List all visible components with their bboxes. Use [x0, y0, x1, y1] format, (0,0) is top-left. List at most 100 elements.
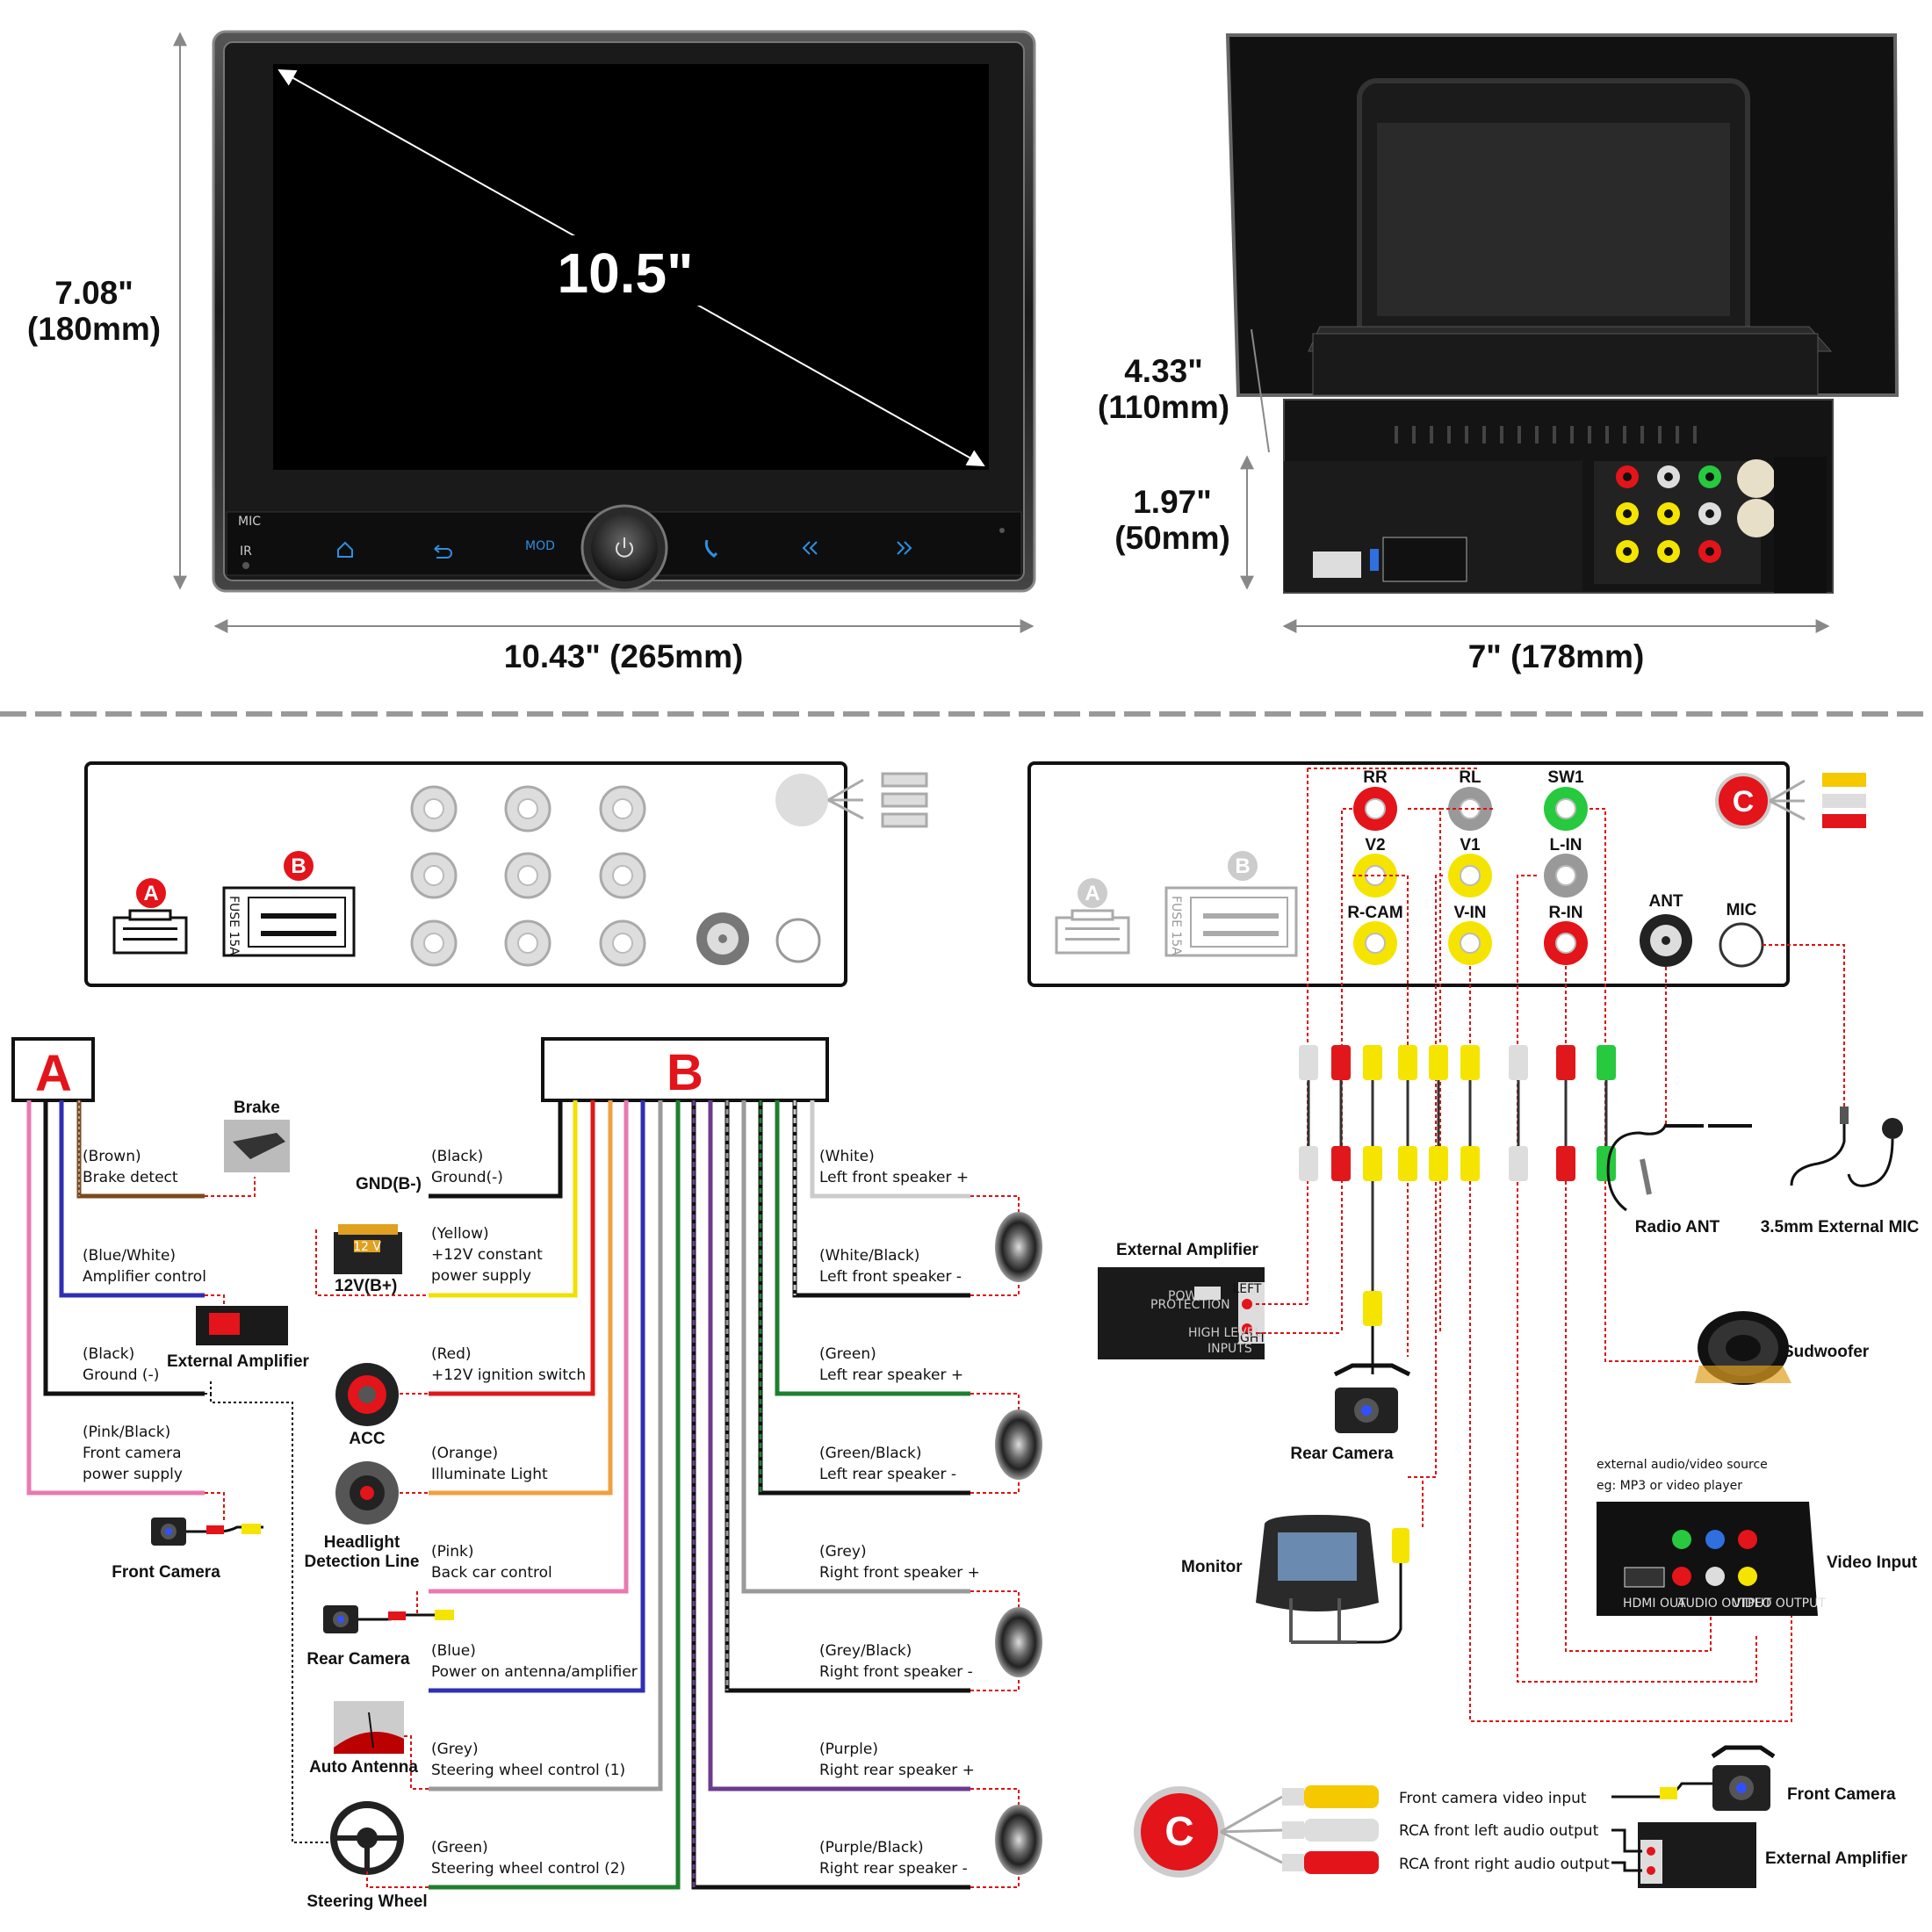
a-brown-line1: (Brown)	[83, 1148, 141, 1165]
screen-size-label: 10.5"	[558, 242, 694, 305]
steering-wheel-image	[330, 1801, 404, 1875]
video-input-label: Video Input	[1827, 1554, 1918, 1572]
a-ext-amp-label: External Amplifier	[167, 1352, 310, 1371]
b-greenblack-line1: (Green/Black)	[819, 1445, 921, 1462]
source-line2: eg: MP3 or video player	[1597, 1479, 1742, 1493]
front-camera-a-label: Front Camera	[112, 1563, 220, 1582]
c-section-badge: C	[1164, 1808, 1193, 1854]
b-grey1-line2: Steering wheel control (1)	[431, 1762, 625, 1779]
left-panel-jacks	[410, 785, 646, 967]
c-front-video-label: Front camera video input	[1399, 1790, 1587, 1807]
audio-out-tag: AUDIO OUTPUT	[1677, 1597, 1772, 1611]
ir-label: IR	[240, 544, 252, 559]
c-rca-left-label: RCA front left audio output	[1399, 1822, 1599, 1840]
ant-label: ANT	[1648, 892, 1683, 911]
rewind-icon[interactable]	[802, 541, 818, 555]
mic-label: MIC	[238, 515, 261, 529]
chassis-height-dimension: 1.97" (50mm)	[1114, 455, 1254, 590]
b-pink-line2: Back car control	[431, 1564, 552, 1582]
left-back-panel: A B FUSE 15A	[84, 761, 928, 987]
a-black-line1: (Black)	[83, 1345, 134, 1363]
b-yellow-line2: +12V constant	[431, 1246, 543, 1264]
speaker-icon-lr	[995, 1409, 1042, 1480]
gnd-label: GND(B-)	[356, 1175, 422, 1193]
c-ext-amp-label: External Amplifier	[1765, 1849, 1908, 1868]
right-connections: External Amplifier LEFT RIGHT POWER PROT…	[1098, 768, 1920, 1888]
b-grey-line2: Right front speaker +	[819, 1564, 980, 1582]
ext-mic-label: 3.5mm External MIC	[1761, 1218, 1920, 1236]
b-green-line2: Left rear speaker +	[819, 1366, 963, 1384]
connector-a-badge-gray: A	[1085, 882, 1099, 905]
rear-view	[1225, 33, 1900, 594]
depth-mm: (110mm)	[1098, 389, 1229, 425]
home-icon[interactable]	[337, 541, 353, 558]
back-icon[interactable]	[434, 544, 452, 559]
amp-protection-tag: PROTECTION	[1150, 1298, 1230, 1312]
amp-inputs-tag: INPUTS	[1208, 1342, 1252, 1356]
battery-image: 12 V	[334, 1224, 402, 1274]
radio-ant-label: Radio ANT	[1635, 1218, 1720, 1236]
width-label: 10.43" (265mm)	[504, 638, 744, 674]
external-mic-image	[1790, 1107, 1903, 1187]
rear-camera-right-image	[1333, 1363, 1411, 1433]
sw1-label: SW1	[1547, 768, 1584, 787]
v-in-label: V-IN	[1454, 904, 1487, 922]
rr-label: RR	[1363, 768, 1388, 787]
chassis-width-label: 7" (178mm)	[1468, 638, 1645, 674]
fuse-label-gray: FUSE 15A	[1169, 896, 1183, 955]
hdmi-tag: HDMI OUT	[1623, 1597, 1686, 1611]
b-blue-line2: Power on antenna/amplifier	[431, 1663, 638, 1681]
auto-antenna-label: Auto Antenna	[309, 1758, 418, 1777]
amp-high-tag: HIGH LEVEL	[1188, 1326, 1262, 1340]
c-rca-right-label: RCA front right audio output	[1399, 1856, 1610, 1873]
connector-a-badge: A	[143, 882, 158, 905]
video-out-tag: VIDEO OUTPUT	[1733, 1597, 1826, 1611]
battery-tag: 12 V	[353, 1240, 381, 1254]
rca-labels: RR RL SW1 V2 V1 L-IN R-CAM V-IN R-IN ANT…	[1347, 768, 1756, 922]
rear-camera-b-image	[323, 1605, 454, 1633]
a-pink-line2: Front camera	[83, 1445, 182, 1462]
b-green1-line1: (Green)	[431, 1839, 488, 1856]
c-plugs	[1282, 1785, 1379, 1874]
b-black-line1: (Black)	[431, 1148, 483, 1165]
connector-c-badge: C	[1733, 785, 1755, 818]
right-ext-amp-label: External Amplifier	[1116, 1241, 1259, 1259]
right-rear-camera-label: Rear Camera	[1290, 1445, 1394, 1463]
auto-antenna-image	[334, 1701, 404, 1754]
forward-icon[interactable]	[897, 541, 912, 555]
c-front-camera-label: Front Camera	[1787, 1785, 1896, 1804]
height-in: 7.08"	[54, 275, 133, 311]
b-black-line2: Ground(-)	[431, 1169, 503, 1186]
b-grey-line1: (Grey)	[819, 1543, 867, 1561]
r-cam-label: R-CAM	[1347, 904, 1402, 922]
front-view: 10.5" MIC IR MOD	[212, 30, 1036, 593]
harness-b: B GND(B-) (Black) Grou	[305, 1037, 1042, 1911]
width-dimension: 10.43" (265mm)	[213, 619, 1034, 674]
a-pink-line3: power supply	[83, 1466, 183, 1483]
b-greyblack-line2: Right front speaker -	[819, 1663, 973, 1681]
b-purpleblack-line2: Right rear speaker -	[819, 1860, 968, 1878]
b-red-line2: +12V ignition switch	[431, 1366, 586, 1384]
fuse-label: FUSE 15A	[227, 896, 241, 955]
headlight-line2: Detection Line	[305, 1553, 420, 1571]
b-orange-line2: Illuminate Light	[431, 1466, 548, 1483]
b-pink-line1: (Pink)	[431, 1543, 474, 1561]
acc-image	[335, 1363, 399, 1426]
depth-dimension: 4.33" (110mm)	[1098, 328, 1270, 453]
c-front-camera-image	[1711, 1745, 1776, 1811]
a-pink-line1: (Pink/Black)	[83, 1424, 170, 1441]
harness-a: A (Brown) Brake detect Brake (Blue/White…	[11, 1037, 334, 1843]
mod-button[interactable]: MOD	[525, 539, 555, 553]
depth-in: 4.33"	[1124, 353, 1203, 389]
b-purpleblack-line1: (Purple/Black)	[819, 1839, 924, 1856]
b-white-line1: (White)	[819, 1148, 875, 1165]
b-yellow-line1: (Yellow)	[431, 1225, 489, 1243]
rear-rca-jacks	[1616, 465, 1721, 563]
b-red-line1: (Red)	[431, 1345, 472, 1363]
phone-icon[interactable]	[704, 539, 718, 558]
connector-b-badge-gray: B	[1235, 854, 1250, 878]
b-blue-line1: (Blue)	[431, 1642, 476, 1660]
speaker-connections	[970, 1195, 1020, 1888]
harness-a-title: A	[35, 1045, 72, 1102]
